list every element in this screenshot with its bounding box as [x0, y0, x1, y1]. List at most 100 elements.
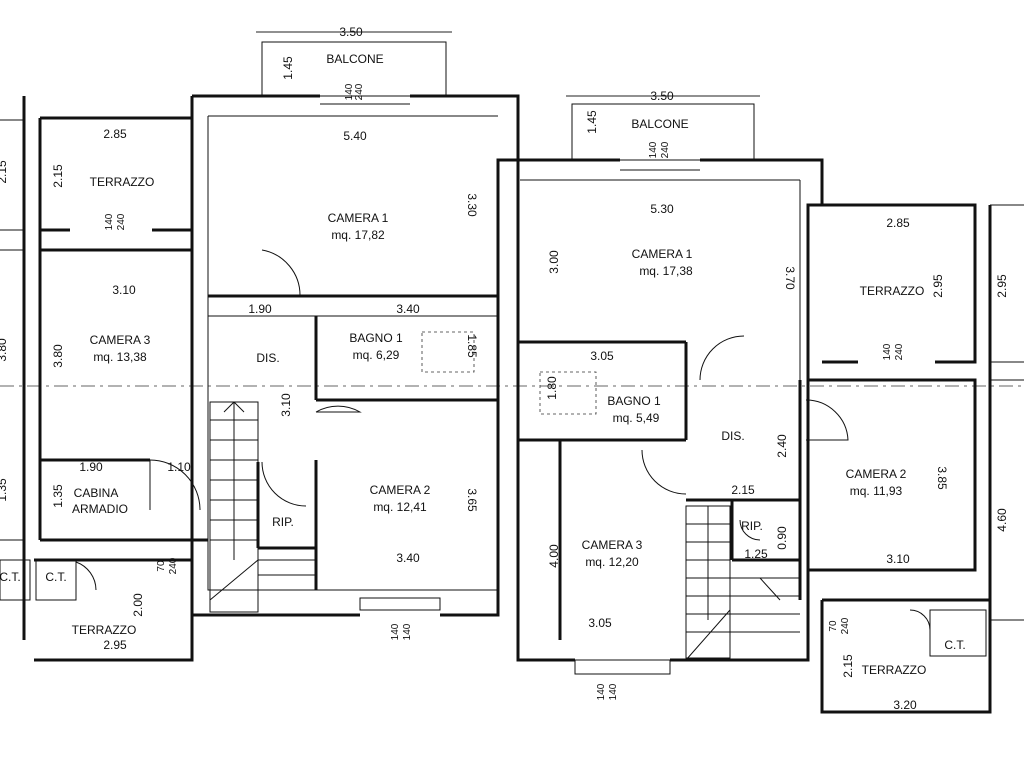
svg-text:140: 140 [608, 683, 619, 700]
right-camera3-area: mq. 12,20 [585, 555, 639, 569]
right-terrazzo-walls [822, 203, 977, 364]
svg-text:4.60: 4.60 [995, 508, 1009, 532]
right-unit-outer-wall [516, 158, 824, 662]
right-rip-depth: 0.90 [775, 526, 789, 550]
left-camera1-label: CAMERA 1 [328, 211, 389, 225]
left-cabina-depth: 1.35 [51, 484, 65, 508]
left-dis-depth: 3.10 [279, 393, 293, 417]
right-camera3-label: CAMERA 3 [582, 538, 643, 552]
right-unit-inner-line [520, 179, 801, 380]
right-rip-width: 1.25 [744, 547, 768, 561]
left-unit [0, 31, 520, 662]
left-dis-width: 1.90 [248, 302, 272, 316]
left-balcone-label: BALCONE [326, 52, 383, 66]
svg-text:70: 70 [828, 620, 839, 632]
left-cabina-width-a: 1.90 [79, 460, 103, 474]
right-terrazzo-bottom-width: 3.20 [893, 698, 917, 712]
right-camera1-width: 5.30 [650, 202, 674, 216]
left-cabina-width-b: 1.10 [167, 460, 191, 474]
left-camera2-label: CAMERA 2 [370, 483, 431, 497]
left-balcone-width: 3.50 [339, 25, 363, 39]
svg-text:2.15: 2.15 [0, 160, 9, 184]
left-camera3-area: mq. 13,38 [93, 350, 147, 364]
left-terrazzo-bottom-depth: 2.00 [131, 593, 145, 617]
svg-text:140: 140 [648, 141, 659, 158]
left-cabina-label-2: ARMADIO [72, 502, 128, 516]
door-arc-cabina [149, 459, 201, 511]
bagno-fixture [421, 331, 475, 373]
left-bagno-label: BAGNO 1 [349, 331, 403, 345]
left-terrazzo-bottom-label: TERRAZZO [72, 623, 137, 637]
left-unit-inner-wall-line [207, 115, 498, 591]
left-camera2-width: 3.40 [396, 551, 420, 565]
left-stair [209, 401, 316, 613]
right-camera3-width: 3.05 [588, 616, 612, 630]
right-camera2-width: 3.10 [886, 552, 910, 566]
right-camera1-label: CAMERA 1 [632, 247, 693, 261]
left-camera1-width: 5.40 [343, 129, 367, 143]
right-bagno-width: 3.05 [590, 349, 614, 363]
door-arc-rip [261, 461, 307, 507]
svg-text:240: 240 [116, 213, 127, 230]
svg-text:3.80: 3.80 [0, 338, 9, 362]
svg-text:240: 240 [840, 617, 851, 634]
right-dis-depth: 2.40 [775, 434, 789, 458]
left-balcone-depth: 1.45 [281, 56, 295, 80]
left-camera3-width: 3.10 [112, 283, 136, 297]
right-terrazzo-bottom-depth: 2.15 [841, 654, 855, 678]
bagno-fixture-right [539, 371, 597, 415]
right-terrazzo-bottom-label: TERRAZZO [862, 663, 927, 677]
door-arc-rip-right [739, 519, 761, 541]
left-terrazzo-label: TERRAZZO [90, 175, 155, 189]
svg-text:140: 140 [596, 683, 607, 700]
svg-text:140: 140 [882, 343, 893, 360]
svg-text:240: 240 [660, 141, 671, 158]
door-arc-camera3-right [641, 449, 687, 495]
left-bagno-area: mq. 6,29 [353, 348, 400, 362]
right-bagno-area: mq. 5,49 [613, 411, 660, 425]
left-camera1-area: mq. 17,82 [331, 228, 385, 242]
left-ct-b-label: C.T. [45, 570, 66, 584]
right-camera2-walls [808, 378, 977, 572]
left-bagno-depth: 1.85 [465, 334, 479, 358]
right-stair [685, 505, 800, 661]
right-bottom-terrazzo-walls [820, 598, 992, 714]
door-arc-camera2-right [805, 399, 849, 441]
svg-text:2.95: 2.95 [995, 274, 1009, 298]
svg-text:1.35: 1.35 [0, 478, 9, 502]
right-balcone-label: BALCONE [631, 117, 688, 131]
left-cabina-label-1: CABINA [74, 486, 119, 500]
right-terrazzo-depth: 2.95 [931, 274, 945, 298]
svg-text:140: 140 [390, 623, 401, 640]
right-terrazzo-label: TERRAZZO [860, 284, 925, 298]
svg-text:140: 140 [344, 83, 355, 100]
left-dis-label: DIS. [256, 351, 279, 365]
right-camera2-depth: 3.85 [935, 466, 949, 490]
right-camera2-area: mq. 11,93 [850, 484, 903, 498]
right-bagno-label: BAGNO 1 [607, 394, 661, 408]
door-arc-camera2 [315, 405, 362, 413]
right-dis-width: 2.15 [731, 483, 755, 497]
right-camera3-depth: 4.00 [547, 544, 561, 568]
right-camera1-depth-right: 3.70 [783, 266, 797, 290]
left-camera2-area: mq. 12,41 [373, 500, 427, 514]
door-arc-camera1-right [699, 335, 745, 381]
left-camera3-label: CAMERA 3 [90, 333, 151, 347]
right-camera2-label: CAMERA 2 [846, 467, 907, 481]
right-camera1-depth-left: 3.00 [547, 250, 561, 274]
svg-text:240: 240 [168, 557, 179, 574]
left-ct-a-label: C.T. [0, 570, 21, 584]
right-balcone-width: 3.50 [650, 89, 674, 103]
door-arc-camera1 [261, 249, 301, 297]
door-arc-ct [75, 561, 97, 591]
right-balcone-depth: 1.45 [585, 110, 599, 134]
left-camera2-depth: 3.65 [465, 488, 479, 512]
left-terrazzo-width: 2.85 [103, 127, 127, 141]
right-terrazzo-width: 2.85 [886, 216, 910, 230]
right-unit [516, 95, 1024, 714]
left-rip-label: RIP. [272, 515, 294, 529]
right-dis-label: DIS. [721, 429, 744, 443]
left-camera1-depth: 3.30 [465, 193, 479, 217]
right-bagno-depth: 1.80 [545, 376, 559, 400]
